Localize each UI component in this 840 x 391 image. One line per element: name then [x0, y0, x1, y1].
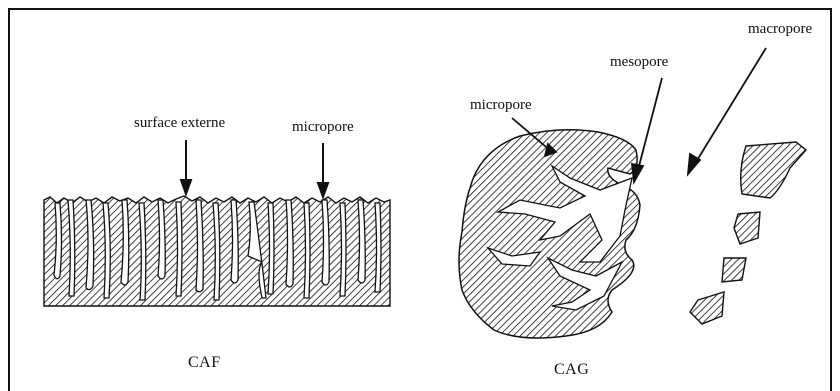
label-macropore: macropore	[748, 22, 812, 37]
arrow-surface-externe	[181, 140, 191, 194]
arrow-mesopore	[632, 78, 662, 182]
caption-caf: CAF	[188, 355, 221, 371]
label-micropore-left: micropore	[292, 120, 354, 135]
arrow-micropore-left	[318, 143, 328, 197]
label-micropore-right: micropore	[470, 98, 532, 113]
label-mesopore: mesopore	[610, 55, 668, 70]
label-surface-externe: surface externe	[134, 116, 225, 131]
macropore-fragments	[690, 142, 806, 324]
cag-granule	[459, 130, 640, 338]
caf-fiber-block	[44, 196, 390, 306]
caption-cag: CAG	[554, 362, 589, 378]
